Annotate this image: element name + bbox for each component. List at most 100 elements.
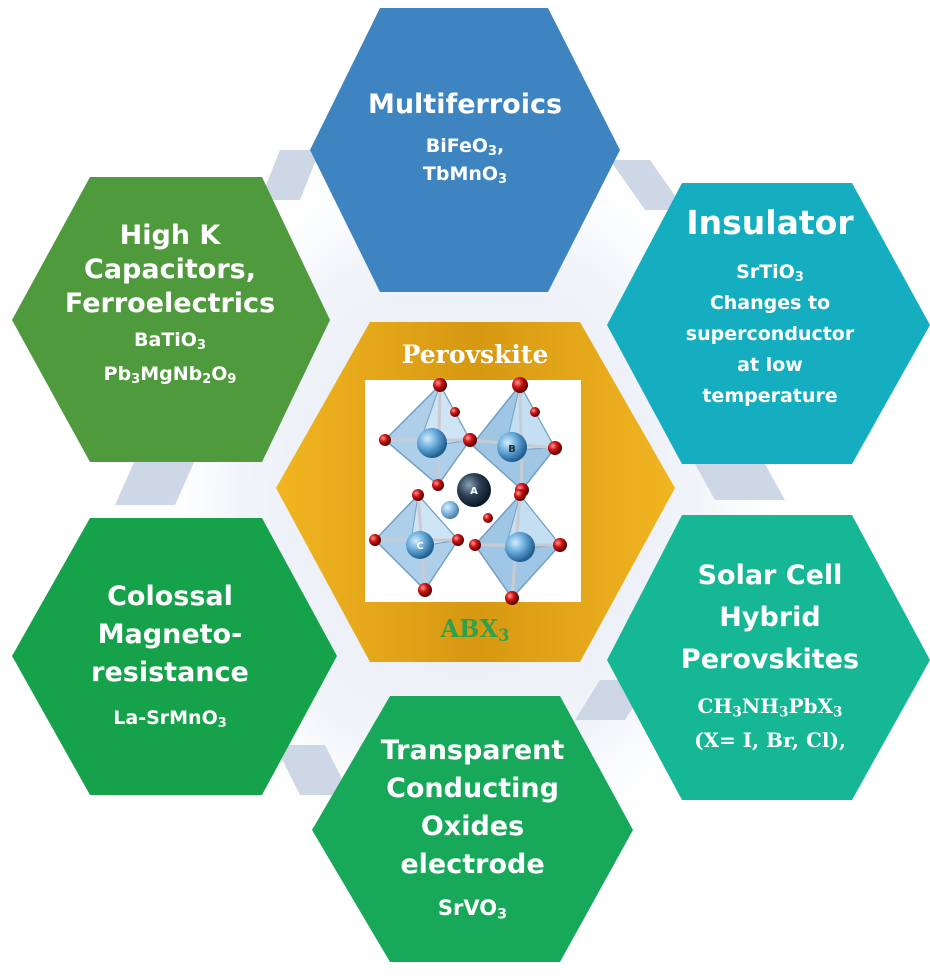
connector-top-right bbox=[610, 160, 685, 210]
connector-bottom-left bbox=[275, 745, 350, 795]
transparent-compound: SrVO3 bbox=[320, 894, 625, 922]
subscript: 3 bbox=[498, 626, 510, 646]
subscript: 3 bbox=[196, 338, 206, 354]
hexagon-multiferroics bbox=[310, 8, 620, 292]
connector-left bbox=[115, 460, 195, 505]
text-run: , bbox=[497, 135, 505, 157]
multiferroics-compounds: BiFeO3,TbMnO3 bbox=[330, 132, 600, 188]
text-run: BaTiO bbox=[134, 329, 197, 351]
subscript: 3 bbox=[833, 704, 843, 721]
subscript: 3 bbox=[498, 172, 508, 188]
subscript: 3 bbox=[131, 372, 141, 388]
colossal-compound: La-SrMnO3 bbox=[20, 704, 320, 732]
hexagon-transparent bbox=[312, 696, 633, 962]
text-line: SrVO3 bbox=[320, 894, 625, 922]
subscript: 2 bbox=[202, 372, 212, 388]
text-run: SrVO bbox=[437, 896, 498, 920]
atom-label-b: B bbox=[508, 444, 516, 455]
hexagon-colossal bbox=[12, 518, 337, 795]
connector-right bbox=[690, 455, 785, 500]
text-run: Pb bbox=[103, 363, 132, 385]
atom-label-c: C bbox=[416, 541, 423, 552]
a-site-atom bbox=[457, 473, 491, 507]
insulator-title: Insulator bbox=[686, 203, 854, 242]
text-run: SrTiO bbox=[736, 261, 795, 283]
text-run: O bbox=[211, 363, 228, 385]
text-run: PbX bbox=[788, 694, 834, 718]
hexagon-high-k bbox=[12, 177, 330, 462]
text-run: TbMnO bbox=[422, 163, 499, 185]
title-line: Colossal bbox=[107, 581, 233, 612]
connector-top-left bbox=[260, 150, 320, 200]
multiferroics-label: Multiferroics BiFeO3,TbMnO3 bbox=[330, 88, 600, 188]
title-line: Solar Cell bbox=[697, 560, 843, 591]
text-line: Pb3MgNb2O9 bbox=[20, 357, 320, 391]
text-run: Changes to bbox=[709, 292, 831, 314]
text-line: TbMnO3 bbox=[330, 160, 600, 188]
b-site-atom bbox=[497, 432, 527, 462]
title-line: Transparent bbox=[380, 735, 565, 766]
text-line: Changes to bbox=[625, 288, 915, 319]
subscript: 3 bbox=[732, 704, 742, 721]
hexagon-insulator bbox=[607, 183, 930, 464]
text-run: temperature bbox=[702, 385, 838, 407]
title-line: Capacitors, bbox=[84, 254, 256, 285]
perovskite-title: Perovskite bbox=[401, 340, 549, 369]
text-line: superconductor bbox=[625, 319, 915, 350]
subscript: 3 bbox=[794, 270, 804, 286]
multiferroics-title: Multiferroics bbox=[367, 89, 563, 120]
title-line: Conducting bbox=[386, 773, 559, 804]
text-run: BiFeO bbox=[425, 135, 489, 157]
title-line: Ferroelectrics bbox=[64, 288, 276, 319]
text-run: NH bbox=[741, 694, 779, 718]
text-line: SrTiO3 bbox=[625, 257, 915, 288]
title-line: Hybrid bbox=[719, 602, 821, 633]
subscript: 3 bbox=[217, 716, 227, 732]
crystal-structure-image: B A C bbox=[365, 377, 581, 605]
b-site-atom bbox=[417, 428, 447, 458]
text-run: superconductor bbox=[685, 323, 855, 345]
text-line: CH3NH3PbX3 bbox=[620, 689, 920, 723]
text-line: BiFeO3, bbox=[330, 132, 600, 160]
subscript: 3 bbox=[497, 906, 508, 923]
title-line: resistance bbox=[91, 657, 249, 688]
text-run: ABX bbox=[440, 614, 499, 643]
oxygen-atoms bbox=[369, 377, 567, 605]
text-run: at low bbox=[737, 354, 803, 376]
text-line: temperature bbox=[625, 381, 915, 412]
b-site-atom bbox=[505, 532, 535, 562]
subscript: 3 bbox=[779, 704, 789, 721]
hexagon-solar bbox=[607, 515, 930, 800]
b-site-atom bbox=[441, 501, 459, 519]
text-run: MgNb bbox=[140, 363, 203, 385]
b-site-atom bbox=[406, 531, 434, 559]
abx3-formula: ABX3 bbox=[330, 614, 620, 646]
subscript: 3 bbox=[488, 144, 497, 160]
text-line: La-SrMnO3 bbox=[20, 704, 320, 732]
text-run: CH bbox=[697, 694, 733, 718]
title-line: Magneto- bbox=[97, 619, 243, 650]
title-line: High K bbox=[119, 220, 221, 251]
text-run: La-SrMnO bbox=[113, 707, 218, 729]
text-line: (X= I, Br, Cl), bbox=[620, 723, 920, 757]
subscript: 9 bbox=[227, 372, 237, 388]
text-line: BaTiO3 bbox=[20, 323, 320, 357]
title-line: Oxides bbox=[420, 811, 525, 842]
atom-label-a: A bbox=[470, 486, 478, 497]
solar-compounds: CH3NH3PbX3(X= I, Br, Cl), bbox=[620, 689, 920, 757]
text-line: at low bbox=[625, 350, 915, 381]
title-line: electrode bbox=[400, 849, 545, 880]
